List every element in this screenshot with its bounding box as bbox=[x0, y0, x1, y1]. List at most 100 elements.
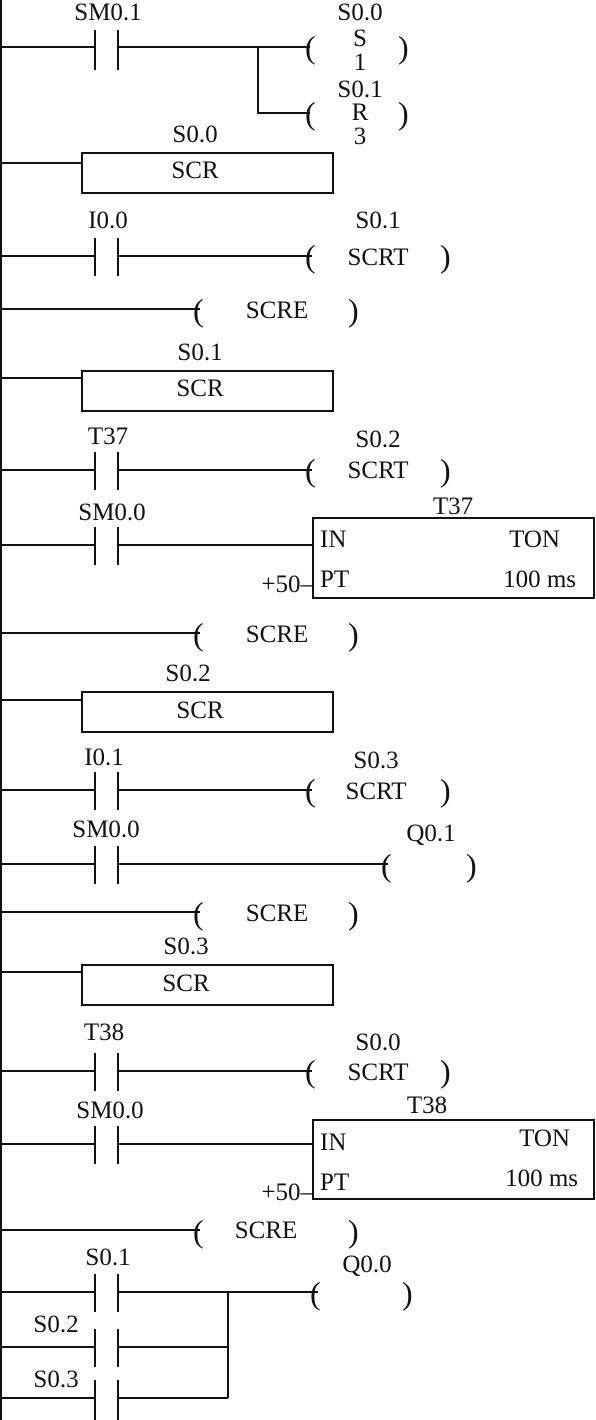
coil-paren-left: ( bbox=[305, 238, 316, 274]
scr-address: S0.0 bbox=[172, 121, 217, 148]
scre-label: SCRE bbox=[246, 900, 309, 927]
coil-paren-left: ( bbox=[305, 452, 316, 488]
scre-label: SCRE bbox=[235, 1217, 298, 1244]
coil-paren-right: ) bbox=[398, 95, 409, 131]
scre-label: SCRE bbox=[246, 621, 309, 648]
coil-paren-left: ( bbox=[193, 895, 204, 931]
rung-4: ( ) SCRE bbox=[1, 292, 359, 328]
contact-label: S0.3 bbox=[33, 1366, 78, 1393]
rung-3: I0.0 ( ) S0.1 SCRT bbox=[1, 207, 451, 276]
contact-label: SM0.0 bbox=[78, 499, 145, 526]
rung-9: S0.2 SCR bbox=[1, 660, 334, 733]
contact-label: SM0.1 bbox=[74, 0, 141, 26]
coil-paren-right: ) bbox=[348, 1213, 359, 1249]
coil-paren-left: ( bbox=[305, 1053, 316, 1089]
contact-label: I0.0 bbox=[88, 207, 128, 234]
scr-box bbox=[81, 152, 334, 194]
coil-address: S0.0 bbox=[355, 1029, 400, 1056]
rung-12: ( ) SCRE bbox=[1, 895, 359, 931]
rung-15: SM0.0 T38 IN TON PT 100 ms +50– bbox=[1, 1092, 595, 1206]
coil-count: 3 bbox=[354, 123, 367, 150]
coil-address: S0.1 bbox=[355, 207, 400, 234]
timer-preset: +50– bbox=[261, 571, 313, 598]
coil-paren-left: ( bbox=[381, 847, 392, 883]
timer-pt-label: PT bbox=[320, 1169, 349, 1196]
scr-box bbox=[81, 370, 334, 412]
contact-label: S0.1 bbox=[85, 1244, 130, 1271]
timer-name: T37 bbox=[433, 493, 473, 520]
coil-address: Q0.0 bbox=[342, 1251, 391, 1278]
scr-label: SCR bbox=[176, 375, 224, 402]
coil-paren-right: ) bbox=[348, 292, 359, 328]
rung-6: T37 ( ) S0.2 SCRT bbox=[1, 423, 451, 490]
coil-instruction: SCRT bbox=[345, 778, 406, 805]
coil-paren-left: ( bbox=[193, 616, 204, 652]
contact-label: SM0.0 bbox=[72, 816, 139, 843]
scr-label: SCR bbox=[176, 697, 224, 724]
coil-instruction: R bbox=[352, 99, 369, 126]
coil-address: S0.3 bbox=[353, 747, 398, 774]
timer-preset: +50– bbox=[261, 1179, 313, 1206]
contact-label: I0.1 bbox=[84, 744, 124, 771]
coil-paren-right: ) bbox=[440, 452, 451, 488]
coil-paren-right: ) bbox=[440, 1053, 451, 1089]
coil-paren-right: ) bbox=[398, 29, 409, 65]
rung-11: SM0.0 ( ) Q0.1 bbox=[1, 816, 477, 884]
timer-pt-label: PT bbox=[320, 566, 349, 593]
coil-paren-left: ( bbox=[193, 292, 204, 328]
scr-address: S0.3 bbox=[163, 933, 208, 960]
timer-box bbox=[312, 1119, 595, 1200]
timer-name: T38 bbox=[407, 1092, 447, 1119]
coil-instruction: SCRT bbox=[347, 1059, 408, 1086]
timer-base: 100 ms bbox=[505, 1165, 578, 1192]
coil-address: S0.2 bbox=[355, 426, 400, 453]
rung-13: S0.3 SCR bbox=[1, 933, 334, 1006]
contact-label: T38 bbox=[84, 1019, 124, 1046]
coil-paren-left: ( bbox=[305, 29, 316, 65]
timer-in-label: IN bbox=[320, 1129, 346, 1156]
rung-7: SM0.0 T37 IN TON PT 100 ms +50– bbox=[1, 493, 595, 599]
scr-label: SCR bbox=[162, 970, 210, 997]
coil-paren-right: ) bbox=[466, 847, 477, 883]
contact-label: T37 bbox=[88, 423, 128, 450]
coil-address: S0.0 bbox=[337, 0, 382, 26]
timer-base: 100 ms bbox=[503, 566, 576, 593]
coil-paren-left: ( bbox=[305, 772, 316, 808]
rung-1: SM0.1 ( ) S0.0 S 1 ( ) S0.1 R 3 bbox=[1, 0, 409, 150]
timer-in-label: IN bbox=[320, 526, 346, 553]
rung-10: I0.1 ( ) S0.3 SCRT bbox=[1, 744, 451, 810]
coil-instruction: S bbox=[353, 25, 367, 52]
timer-type: TON bbox=[519, 1125, 570, 1152]
rung-17: S0.1 S0.2 S0.3 ( ) Q0.0 bbox=[1, 1244, 413, 1420]
coil-paren-left: ( bbox=[305, 95, 316, 131]
timer-type: TON bbox=[509, 526, 560, 553]
coil-address: S0.1 bbox=[337, 76, 382, 103]
coil-instruction: SCRT bbox=[347, 244, 408, 271]
coil-paren-right: ) bbox=[440, 772, 451, 808]
scr-box bbox=[81, 691, 334, 733]
coil-paren-right: ) bbox=[440, 238, 451, 274]
coil-paren-left: ( bbox=[193, 1213, 204, 1249]
scr-label: SCR bbox=[171, 157, 219, 184]
coil-address: Q0.1 bbox=[406, 820, 455, 847]
branch-wire bbox=[257, 47, 310, 114]
scr-address: S0.2 bbox=[165, 660, 210, 687]
rung-8: ( ) SCRE bbox=[1, 616, 359, 652]
coil-count: 1 bbox=[354, 49, 367, 76]
rung-2: S0.0 SCR bbox=[1, 121, 334, 194]
coil-instruction: SCRT bbox=[347, 457, 408, 484]
contact-label: SM0.0 bbox=[76, 1097, 143, 1124]
scre-label: SCRE bbox=[246, 297, 309, 324]
timer-box bbox=[312, 517, 595, 599]
rung-5: S0.1 SCR bbox=[1, 339, 334, 412]
coil-paren-right: ) bbox=[348, 895, 359, 931]
contact-label: S0.2 bbox=[33, 1311, 78, 1338]
rung-14: T38 ( ) S0.0 SCRT bbox=[1, 1019, 451, 1091]
rung-16: ( ) SCRE bbox=[1, 1213, 359, 1249]
coil-paren-right: ) bbox=[402, 1275, 413, 1311]
coil-paren-left: ( bbox=[310, 1275, 321, 1311]
scr-address: S0.1 bbox=[177, 339, 222, 366]
scr-box bbox=[81, 964, 334, 1006]
coil-paren-right: ) bbox=[348, 616, 359, 652]
